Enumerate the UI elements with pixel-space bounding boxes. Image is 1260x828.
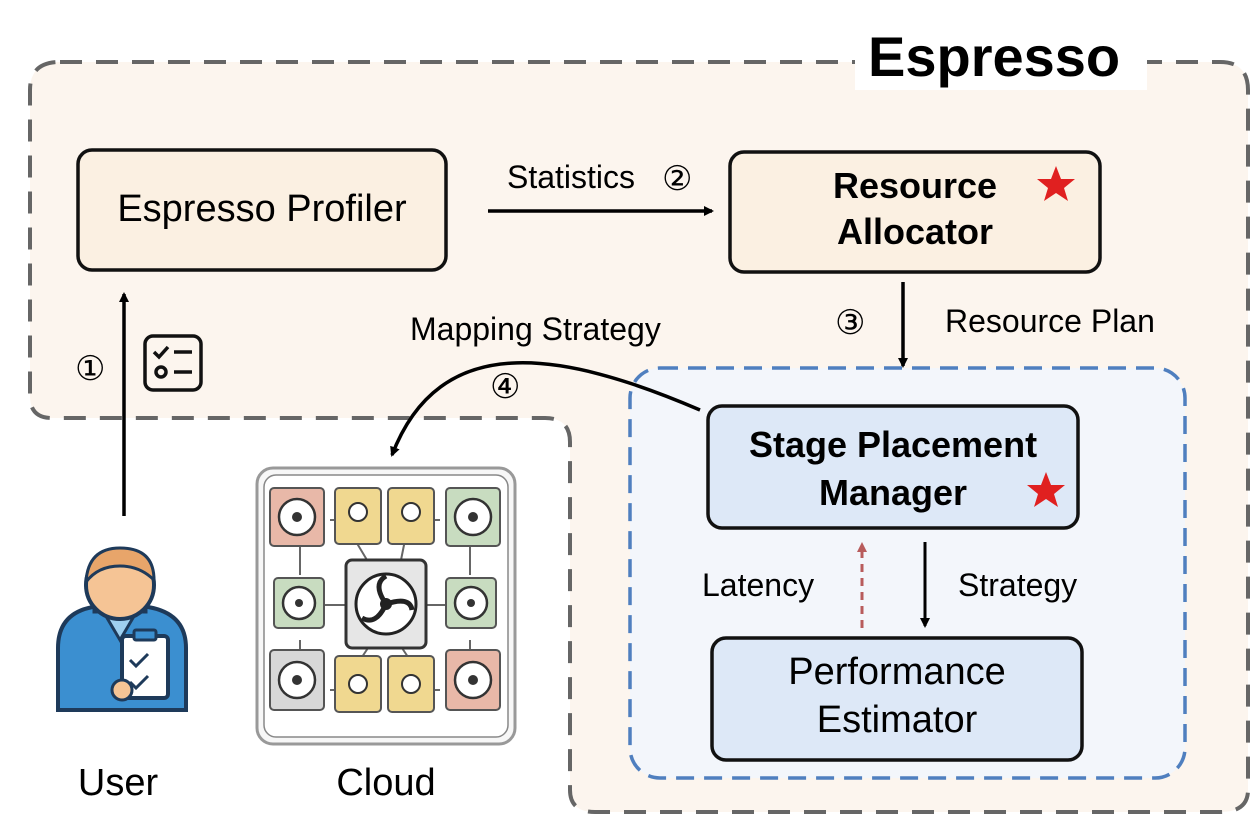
espresso-title: Espresso — [868, 25, 1120, 88]
cloud-label: Cloud — [336, 762, 435, 804]
user-label: User — [78, 762, 159, 804]
star-icon — [1027, 472, 1065, 507]
step-3-label: ③ — [835, 303, 865, 343]
resource-plan-label: Resource Plan — [945, 303, 1155, 339]
stage-placement-manager-label-1: Stage Placement — [749, 424, 1037, 465]
resource-allocator-label-1: Resource — [833, 165, 997, 206]
checklist-icon — [143, 334, 203, 392]
cloud-hardware-icon — [255, 466, 517, 746]
stage-placement-manager-node — [706, 404, 1080, 530]
star-icon — [1037, 166, 1075, 201]
strategy-label: Strategy — [958, 567, 1077, 603]
resource-allocator-node — [728, 150, 1102, 274]
mapping-strategy-label: Mapping Strategy — [410, 311, 661, 347]
espresso-profiler-label: Espresso Profiler — [117, 188, 407, 230]
resource-allocator-label-2: Allocator — [837, 211, 993, 252]
performance-estimator-label-1: Performance — [788, 651, 1006, 693]
user-icon — [56, 546, 188, 712]
stage-placement-manager-label-2: Manager — [819, 472, 967, 513]
espresso-profiler-node — [76, 148, 448, 272]
step-1-label: ① — [75, 349, 105, 389]
mapping-strategy-arrow — [390, 361, 701, 457]
step-2-label: ② — [662, 159, 692, 199]
latency-label: Latency — [702, 567, 814, 603]
statistics-label: Statistics — [507, 159, 635, 195]
step-4-label: ④ — [490, 367, 520, 407]
title-backdrop — [855, 30, 1147, 90]
performance-estimator-node — [710, 636, 1084, 762]
performance-estimator-label-2: Estimator — [817, 699, 978, 741]
